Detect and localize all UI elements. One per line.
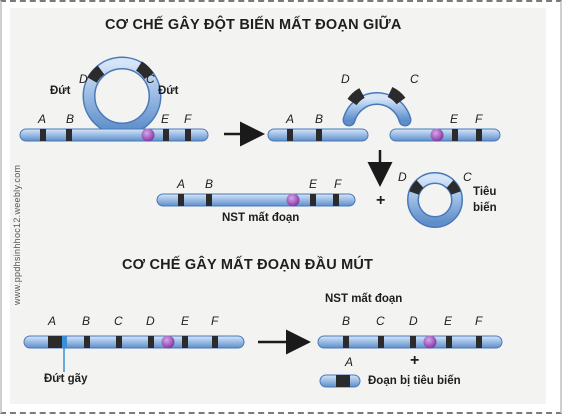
gene-label-c: C xyxy=(146,72,155,86)
break-label-left: Đứt xyxy=(50,85,71,97)
gene-label-e: E xyxy=(161,112,170,126)
deleted-chromosome xyxy=(156,193,356,207)
gene-label-d: D xyxy=(409,314,418,328)
broken-chromosome xyxy=(267,87,501,142)
gene-label-f: F xyxy=(184,112,192,126)
gene-label-d: D xyxy=(79,72,88,86)
gene-label-c: C xyxy=(410,72,419,86)
lost-ring xyxy=(407,172,463,228)
gene-label-c: C xyxy=(463,170,472,184)
gene-label-a: A xyxy=(286,112,295,126)
plus-sign: + xyxy=(410,352,420,369)
gene-label-d: D xyxy=(146,314,155,328)
gene-label-e: E xyxy=(309,177,318,191)
title-terminal-deletion: CƠ CHẾ GÂY MẤT ĐOẠN ĐẦU MÚT xyxy=(122,257,374,273)
gene-label-d: D xyxy=(398,170,407,184)
gene-label-b: B xyxy=(342,314,351,328)
terminal-chromosome xyxy=(23,335,245,372)
gene-label-b: B xyxy=(82,314,91,328)
break-label-right: Đứt xyxy=(158,85,179,97)
gene-label-b: B xyxy=(205,177,214,191)
gene-label-a: A xyxy=(177,177,186,191)
website-watermark: www.ppdhsinhhoc12.weebly.com xyxy=(12,164,22,305)
gene-label-c: C xyxy=(114,314,123,328)
gene-label-a: A xyxy=(345,355,354,369)
title-interstitial-deletion: CƠ CHẾ GÂY ĐỘT BIẾN MẤT ĐOẠN GIỮA xyxy=(105,17,402,33)
gene-label-b: B xyxy=(315,112,324,126)
gene-label-f: F xyxy=(475,112,483,126)
gene-label-f: F xyxy=(211,314,219,328)
loop-chromosome xyxy=(19,56,209,142)
gene-label-a: A xyxy=(48,314,57,328)
gene-label-d: D xyxy=(341,72,350,86)
gene-label-f: F xyxy=(475,314,483,328)
gene-label-e: E xyxy=(444,314,453,328)
break-point-label: Đứt gãy xyxy=(44,373,88,385)
lost-fragment xyxy=(319,374,361,388)
gene-label-e: E xyxy=(181,314,190,328)
gene-label-a: A xyxy=(38,112,47,126)
deleted-chromosome-label: NST mất đoạn xyxy=(222,212,300,224)
gene-label-b: B xyxy=(66,112,75,126)
lost-label-line2: biến xyxy=(473,202,497,214)
lost-fragment-label: Đoạn bị tiêu biến xyxy=(368,375,461,387)
shortened-chromosome xyxy=(317,335,503,349)
plus-sign: + xyxy=(376,192,386,209)
gene-label-e: E xyxy=(450,112,459,126)
lost-label-line1: Tiêu xyxy=(473,186,497,198)
gene-label-f: F xyxy=(334,177,342,191)
deleted-chromosome-label: NST mất đoạn xyxy=(325,293,403,305)
gene-label-c: C xyxy=(376,314,385,328)
